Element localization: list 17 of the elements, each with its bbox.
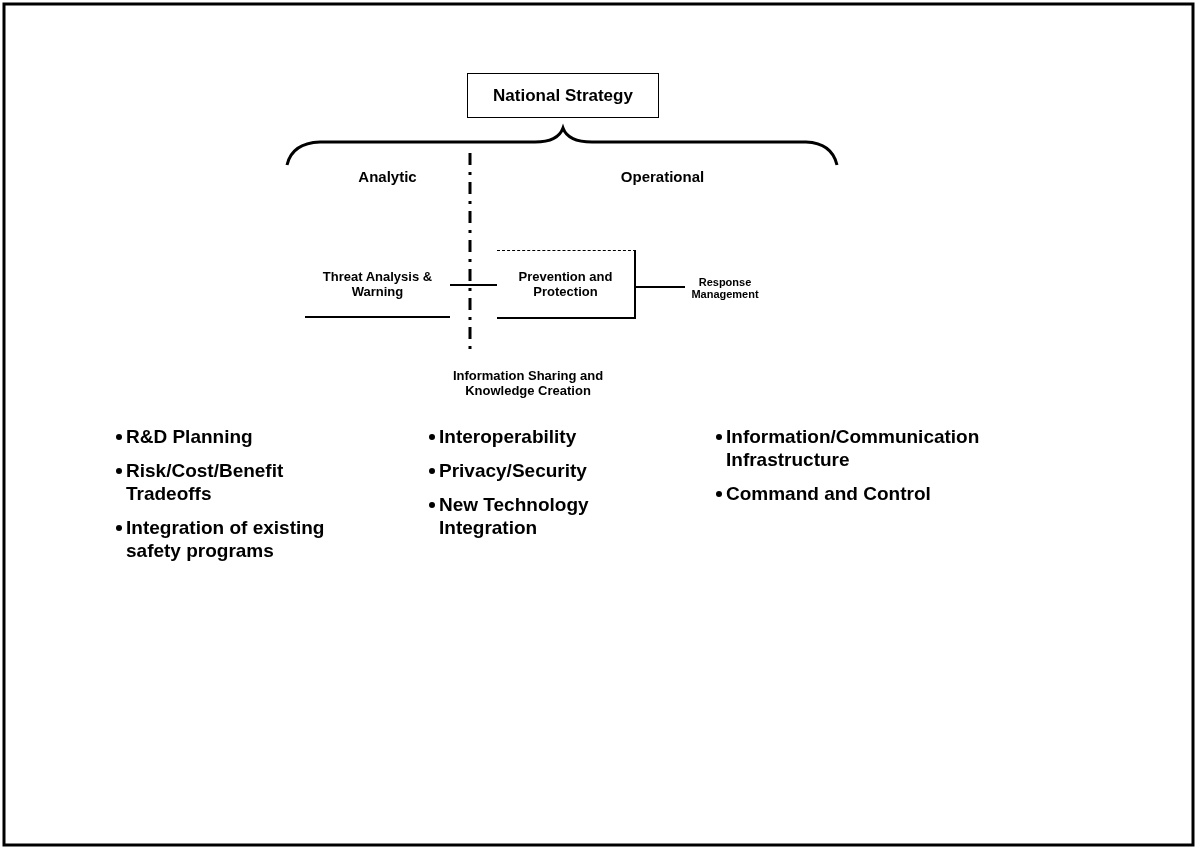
bullet-item: New Technology Integration [439,493,590,539]
bullet-item: R&D Planning [126,425,254,448]
connector-line [635,286,686,288]
bullet-item: Integration of existing safety programs [126,516,326,562]
strategy-box: National Strategy [467,73,659,118]
section-heading: Operational [619,168,706,185]
bullet-item: Interoperability [439,425,578,448]
connector-line [449,284,498,286]
bullet-item: Information/Communication Infrastructure [726,425,981,471]
bullet-item: Privacy/Security [439,459,588,482]
process-box: Prevention and Protection [497,250,636,319]
section-heading: Analytic [357,168,418,185]
caption-text: Information Sharing and Knowledge Creation [451,368,605,398]
function-label: Threat Analysis & Warning [305,252,450,318]
bullet-item: Command and Control [726,482,932,505]
function-label: Response Management [685,270,765,306]
bullet-item: Risk/Cost/Benefit Tradeoffs [126,459,285,505]
